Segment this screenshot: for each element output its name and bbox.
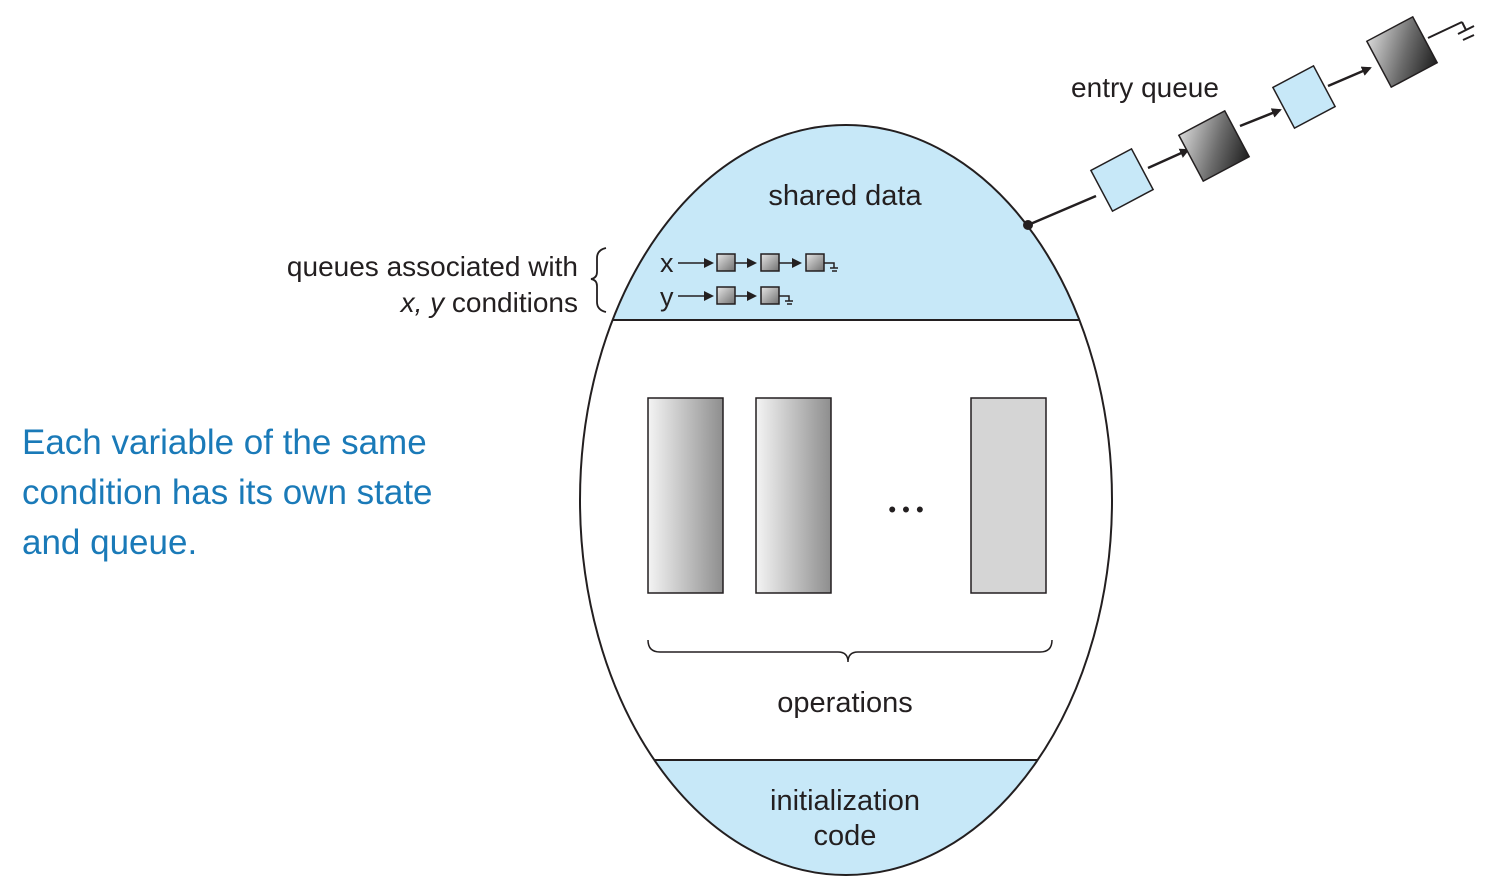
operations-group: • • • operations xyxy=(647,397,1053,719)
x-queue-null-terminator xyxy=(824,262,838,272)
condition-queues: x y xyxy=(660,248,838,312)
entry-queue-node-dark xyxy=(1177,109,1251,183)
monitor-shape xyxy=(579,124,1113,876)
y-queue-node xyxy=(760,286,780,305)
conditions-label: x, y conditions xyxy=(399,287,578,318)
x-variable-label: x xyxy=(660,248,674,278)
initialization-label: initialization xyxy=(770,785,920,817)
entry-queue-node-light xyxy=(1089,147,1155,213)
entry-queue-node-light xyxy=(1271,64,1337,130)
shared-data-label: shared data xyxy=(768,180,922,212)
y-queue-null-terminator xyxy=(779,295,793,305)
y-condition-queue xyxy=(678,286,793,305)
conditions-brace xyxy=(590,247,607,313)
caption-line: and queue. xyxy=(22,523,198,562)
entry-queue-null-terminator xyxy=(1427,21,1475,41)
caption-text: Each variable of the same condition has … xyxy=(22,418,542,568)
x-queue-node xyxy=(716,253,736,272)
code-label: code xyxy=(814,820,877,852)
y-variable-label: y xyxy=(660,282,674,312)
entry-queue: entry queue xyxy=(1023,15,1475,230)
operations-ellipsis: • • • xyxy=(888,497,923,522)
entry-queue-node-dark xyxy=(1365,15,1439,89)
entry-queue-label: entry queue xyxy=(1071,72,1219,103)
operation-box xyxy=(647,397,724,594)
operation-box xyxy=(755,397,832,594)
x-condition-queue xyxy=(678,253,838,272)
operations-label: operations xyxy=(777,687,912,719)
x-queue-node xyxy=(805,253,825,272)
operation-box xyxy=(970,397,1047,594)
caption-line: Each variable of the same xyxy=(22,423,427,462)
operations-brace xyxy=(647,639,1053,663)
y-queue-node xyxy=(716,286,736,305)
queues-associated-label: queues associated with xyxy=(287,251,578,282)
x-queue-node xyxy=(760,253,780,272)
monitor-outline xyxy=(579,124,1113,876)
caption-line: condition has its own state xyxy=(22,473,433,512)
